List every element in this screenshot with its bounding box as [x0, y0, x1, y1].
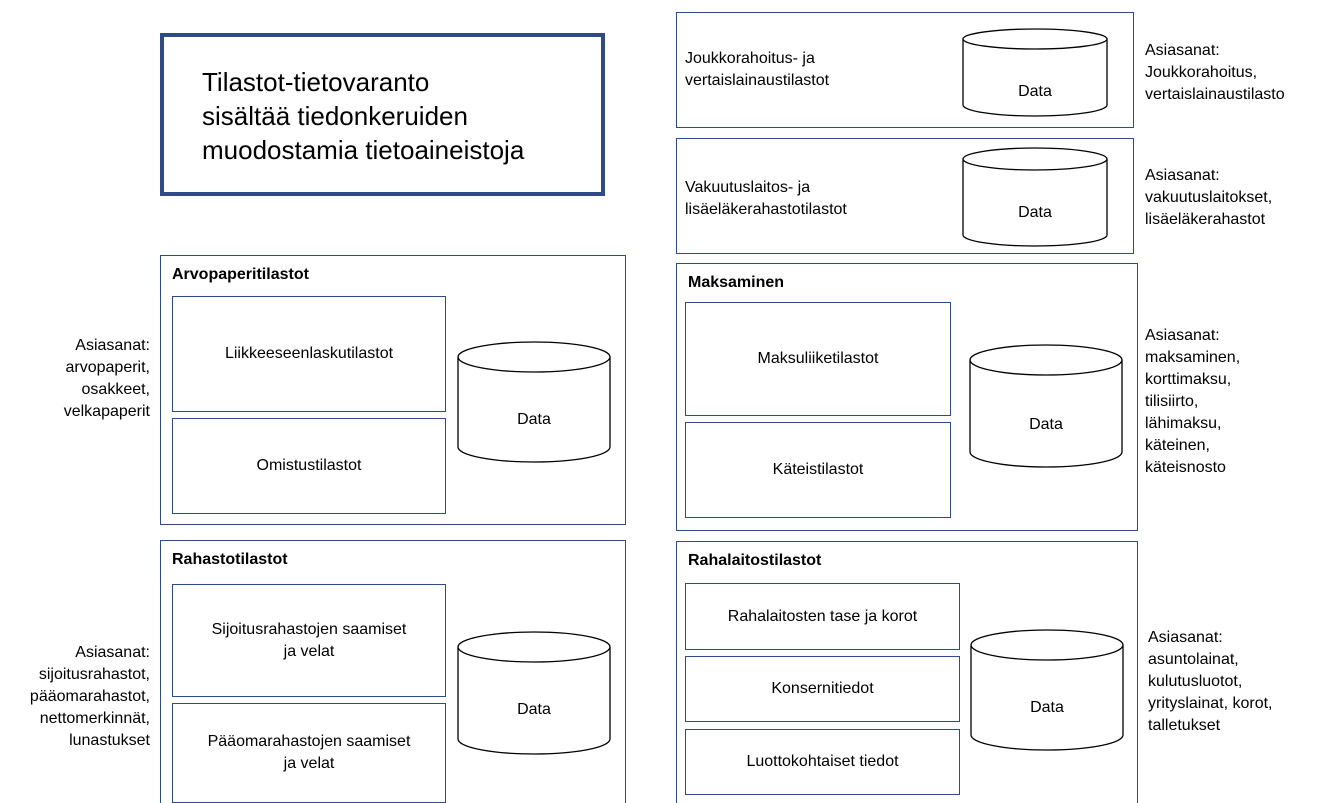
data-label: Data	[517, 411, 551, 428]
arvopaperi-keywords: Asiasanat: arvopaperit, osakkeet, velkap…	[63, 337, 150, 420]
arvopaperi-item-1: Liikkeeseenlaskutilastot	[172, 296, 446, 412]
rahasto-item-2: Pääomarahastojen saamiset ja velat	[172, 703, 446, 803]
joukkorahoitus-label: Joukkorahoitus- ja vertaislainaustilasto…	[685, 50, 830, 89]
joukkorahoitus-box: Joukkorahoitus- ja vertaislainaustilasto…	[676, 12, 1134, 128]
data-label: Data	[1029, 416, 1063, 433]
data-cylinder: Data	[962, 28, 1108, 117]
data-cylinder: Data	[962, 147, 1108, 247]
maksaminen-item-2: Käteistilastot	[685, 422, 951, 518]
data-cylinder: Data	[457, 341, 611, 463]
data-cylinder: Data	[969, 344, 1123, 468]
rahalaitos-item-3: Luottokohtaiset tiedot	[685, 729, 960, 795]
rahalaitos-keywords: Asiasanat: asuntolainat, kulutusluotot, …	[1148, 629, 1273, 734]
page-title: Tilastot-tietovaranto sisältää tiedonker…	[202, 67, 525, 165]
rahalaitos-title: Rahalaitostilastot	[688, 552, 822, 569]
maksaminen-title: Maksaminen	[688, 274, 785, 291]
data-cylinder: Data	[970, 629, 1124, 751]
maksaminen-item-1: Maksuliiketilastot	[685, 302, 951, 416]
rahasto-item-1: Sijoitusrahastojen saamiset ja velat	[172, 584, 446, 697]
data-label: Data	[517, 701, 551, 718]
rahasto-keywords: Asiasanat: sijoitusrahastot, pääomarahas…	[29, 644, 150, 749]
rahalaitos-group: Rahalaitostilastot Rahalaitosten tase ja…	[676, 541, 1138, 803]
maksaminen-group: Maksaminen Maksuliiketilastot Käteistila…	[676, 263, 1138, 531]
rahalaitos-item-2: Konsernitiedot	[685, 656, 960, 722]
vakuutus-keywords: Asiasanat: vakuutuslaitokset, lisäeläker…	[1145, 167, 1273, 228]
rahasto-group: Rahastotilastot Sijoitusrahastojen saami…	[160, 540, 626, 803]
arvopaperi-group: Arvopaperitilastot Liikkeeseenlaskutilas…	[160, 255, 626, 525]
joukkorahoitus-keywords: Asiasanat: Joukkorahoitus, vertaislainau…	[1145, 42, 1285, 103]
rahasto-title: Rahastotilastot	[172, 551, 288, 568]
maksaminen-keywords: Asiasanat: maksaminen, korttimaksu, tili…	[1145, 327, 1241, 476]
data-label: Data	[1018, 83, 1052, 100]
vakuutus-box: Vakuutuslaitos- ja lisäeläkerahastotilas…	[676, 138, 1134, 254]
rahalaitos-item-1: Rahalaitosten tase ja korot	[685, 583, 960, 650]
title-box: Tilastot-tietovaranto sisältää tiedonker…	[160, 33, 605, 196]
arvopaperi-title: Arvopaperitilastot	[172, 266, 309, 283]
arvopaperi-item-2: Omistustilastot	[172, 418, 446, 514]
data-label: Data	[1030, 699, 1064, 716]
data-cylinder: Data	[457, 631, 611, 755]
data-label: Data	[1018, 204, 1052, 221]
vakuutus-label: Vakuutuslaitos- ja lisäeläkerahastotilas…	[685, 179, 847, 218]
